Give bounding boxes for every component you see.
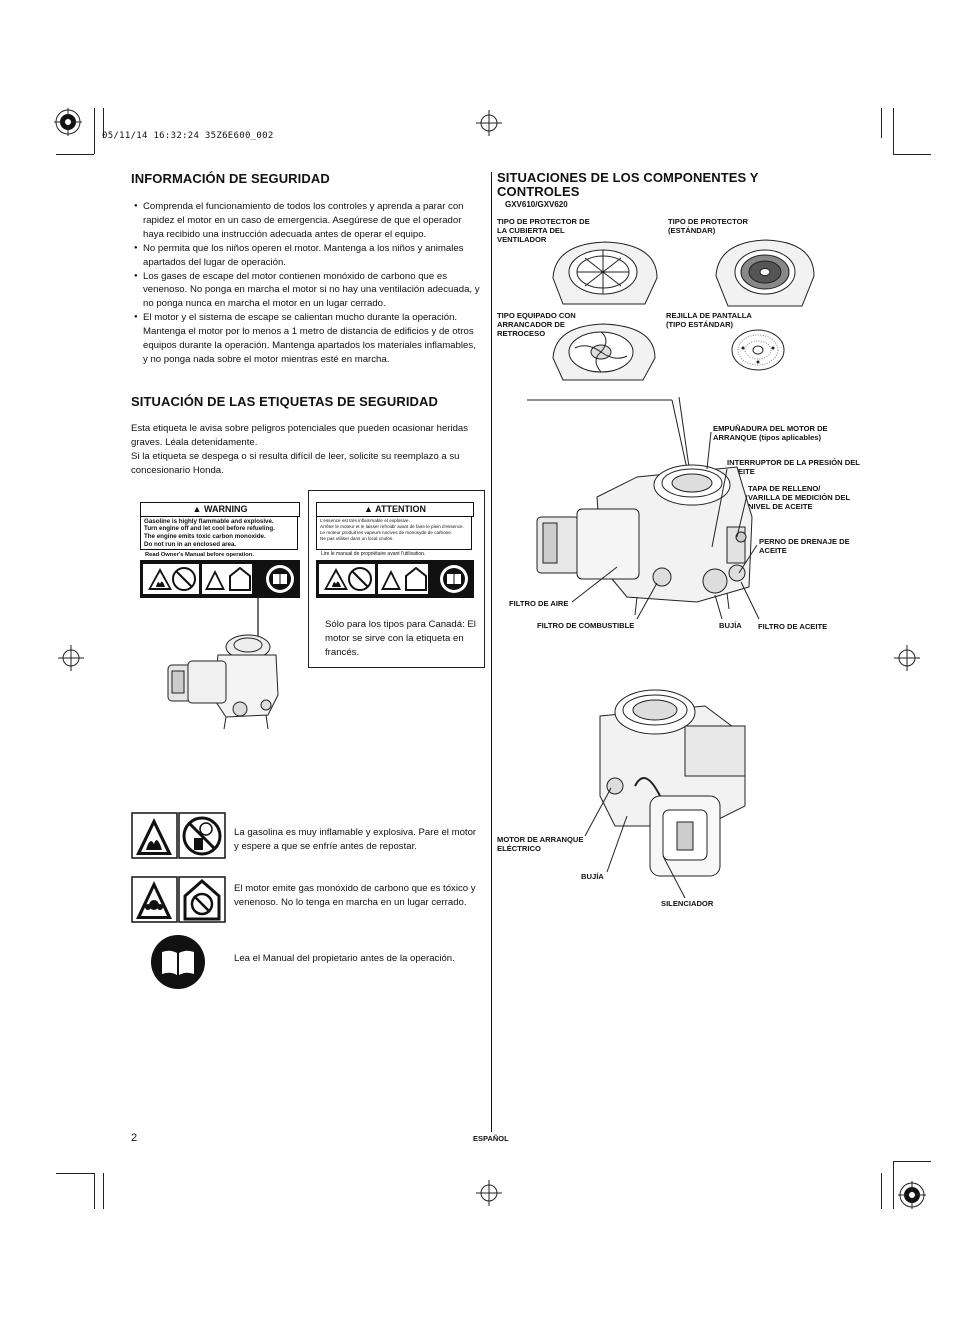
spark-plug-label: BUJÍA [719, 621, 742, 630]
attention-line-3: Le moteur produit les vapeurs nocives de… [320, 530, 453, 535]
read-manual-text: Lea el Manual del propietario antes de l… [234, 953, 455, 964]
spark-plug-label-2: BUJÍA [581, 872, 604, 881]
attention-line-2: Arrêter le moteur et le laisser refroidi… [320, 524, 464, 529]
info-heading: INFORMACIÓN DE SEGURIDAD [131, 171, 330, 186]
crosshair-left-middle [58, 645, 84, 671]
electric-starter-label: MOTOR DE ARRANQUE ELÉCTRICO [497, 835, 584, 853]
attention-label-header: ▲ ATTENTION [316, 502, 474, 517]
oil-filter-label: FILTRO DE ACEITE [758, 622, 828, 631]
warning-label-header: ▲ WARNING [140, 502, 300, 517]
warning-line-1: Gasoline is highly flammable and explosi… [144, 518, 274, 525]
recoil-type-label: TIPO EQUIPADO CON ARRANCADOR DE RETROCES… [497, 311, 576, 338]
components-heading: SITUACIONES DE LOS COMPONENTES Y CONTROL… [497, 170, 759, 199]
registration-target-top-left [54, 108, 82, 136]
warning-triangle-icon: ▲ [364, 504, 373, 514]
fuel-hazard-symbols [131, 812, 227, 860]
model-label: GXV610/GXV620 [505, 200, 568, 209]
registration-target-bottom-right [898, 1181, 926, 1209]
carbon-monoxide-symbols [131, 876, 227, 924]
screen-grid-drawing [730, 328, 786, 372]
recoil-starter-drawing [545, 318, 663, 384]
warning-line-2: Turn engine off and let cool before refu… [144, 525, 275, 533]
crosshair-top-center [476, 110, 502, 136]
warning-line-4: Do not run in an enclosed area. [144, 540, 237, 548]
labels-paragraph-2: Si la etiqueta se despega o si resulta d… [131, 451, 460, 476]
screen-grid-label: REJILLA DE PANTALLA (TIPO ESTÁNDAR) [666, 311, 752, 329]
fuel-hazard-text: La gasolina es muy inflamable y explosiv… [234, 827, 477, 852]
fuel-filter-label: FILTRO DE COMBUSTIBLE [537, 621, 635, 630]
list-item: No permita que los niños operen el motor… [131, 242, 481, 270]
attention-label: ▲ ATTENTION L'essence est très inflammab… [315, 500, 475, 600]
attention-line-5: Lire le manual de propriétaire avant l'u… [321, 551, 426, 557]
print-stamp: 05/11/14 16:32:24 35Z6E600_002 [102, 131, 274, 141]
crosshair-bottom-center [476, 1180, 502, 1206]
warning-triangle-icon: ▲ [192, 504, 202, 514]
oil-drain-bolt-label: PERNO DE DRENAJE DE ACEITE [759, 537, 850, 555]
main-engine-drawing [527, 397, 857, 622]
attention-pictogram-strip [316, 560, 474, 598]
canada-note: Sólo para los tipos para Canadá: El moto… [325, 619, 476, 658]
attention-line-4: Ne pas utiliser dans un local cnulos. [320, 536, 394, 541]
engine-label-location-drawing [148, 625, 288, 735]
labels-heading: SITUACIÓN DE LAS ETIQUETAS DE SEGURIDAD [131, 394, 439, 409]
column-divider [491, 172, 492, 1132]
warning-line-5: Read Owner's Manual before operation. [145, 552, 254, 558]
page-number: 2 [131, 1132, 138, 1144]
warning-pictogram-strip [140, 560, 300, 598]
language-footer: ESPAÑOL [473, 1134, 509, 1143]
electric-start-engine-drawing [545, 676, 755, 906]
guard-standard-label: TIPO DE PROTECTOR (ESTÁNDAR) [668, 217, 749, 235]
guard-fan-cover-label: TIPO DE PROTECTOR DE LA CUBIERTA DEL VEN… [497, 217, 590, 244]
read-manual-icon [150, 934, 206, 990]
standard-guard-drawing [710, 236, 820, 312]
crosshair-right-middle [894, 645, 920, 671]
oil-filler-cap-label: TAPA DE RELLENO/ VARILLA DE MEDICIÓN DEL… [748, 484, 850, 511]
fan-cover-guard-drawing [545, 238, 665, 310]
list-item: Comprenda el funcionamiento de todos los… [131, 200, 481, 242]
oil-pressure-switch-label: INTERRUPTOR DE LA PRESIÓN DEL ACEITE [727, 458, 860, 476]
list-item: El motor y el sistema de escape se calie… [131, 311, 481, 367]
warning-line-3: The engine emits toxic carbon monoxide. [144, 533, 266, 541]
carbon-monoxide-text: El motor emite gas monóxido de carbono q… [234, 883, 476, 908]
labels-paragraph-1: Esta etiqueta le avisa sobre peligros po… [131, 423, 469, 448]
starter-grip-label: EMPUÑADURA DEL MOTOR DE ARRANQUE (tipos … [713, 424, 828, 442]
safety-bullet-list: Comprenda el funcionamiento de todos los… [131, 200, 481, 367]
warning-label: ▲ WARNING Gasoline is highly flammable a… [139, 500, 301, 600]
muffler-label: SILENCIADOR [661, 899, 714, 908]
air-cleaner-label: FILTRO DE AIRE [509, 599, 569, 608]
list-item: Los gases de escape del motor contienen … [131, 270, 481, 312]
attention-line-1: L'essence est très inflammable et explos… [320, 518, 410, 523]
